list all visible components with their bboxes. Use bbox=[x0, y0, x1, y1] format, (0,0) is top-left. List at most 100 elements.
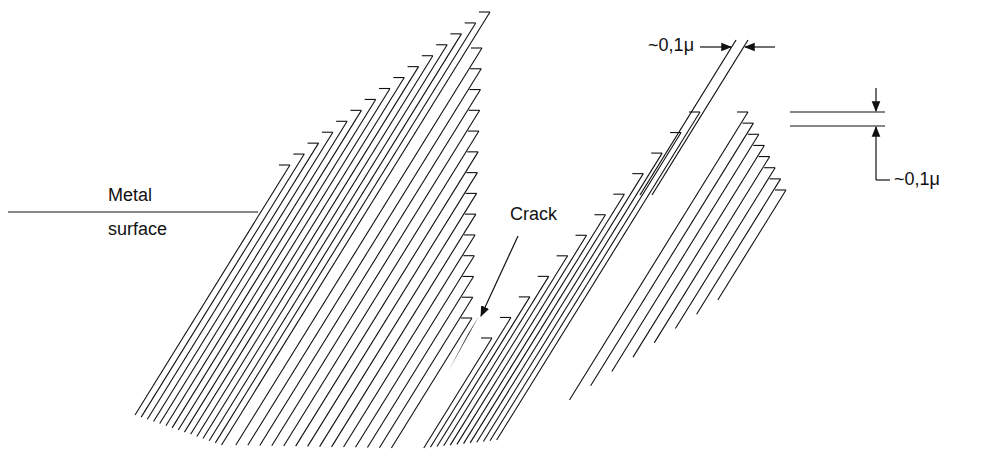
slip-step bbox=[775, 189, 786, 190]
slip-line bbox=[141, 154, 304, 417]
slip-step bbox=[308, 143, 319, 144]
slip-line bbox=[236, 48, 482, 445]
dimension-arrow bbox=[745, 46, 775, 47]
slip-step bbox=[465, 214, 476, 215]
slip-line bbox=[464, 215, 606, 444]
slip-line bbox=[172, 99, 376, 427]
slip-line bbox=[344, 235, 476, 447]
dimension-arrow bbox=[875, 127, 876, 180]
extension-line bbox=[640, 40, 736, 195]
slip-line bbox=[483, 153, 662, 441]
slip-step bbox=[500, 317, 511, 318]
slip-step bbox=[336, 121, 347, 122]
slip-step bbox=[651, 153, 662, 154]
slip-line bbox=[215, 23, 475, 443]
slip-step bbox=[462, 297, 473, 298]
slip-step bbox=[479, 11, 490, 12]
leader-line bbox=[8, 211, 258, 212]
slip-step bbox=[737, 111, 748, 112]
crack-leader bbox=[481, 236, 518, 316]
slip-step bbox=[759, 156, 770, 157]
slip-line bbox=[160, 121, 347, 423]
slip-line bbox=[222, 12, 490, 445]
slip-line bbox=[477, 174, 643, 443]
slip-step bbox=[365, 99, 376, 100]
slip-step bbox=[632, 173, 643, 174]
slip-step bbox=[422, 55, 433, 56]
crack-wedge bbox=[449, 316, 479, 370]
slip-step bbox=[557, 255, 568, 256]
slip-step bbox=[613, 194, 624, 195]
slip-step bbox=[463, 276, 474, 277]
slip-line bbox=[209, 34, 461, 441]
slip-step bbox=[350, 110, 361, 111]
slip-step bbox=[463, 255, 474, 256]
slip-line bbox=[191, 67, 419, 435]
slip-line bbox=[184, 78, 404, 433]
slip-step bbox=[279, 164, 290, 165]
slip-step bbox=[469, 89, 480, 90]
dimension-label: ~0,1μ bbox=[648, 36, 694, 56]
slip-line bbox=[135, 165, 290, 415]
slip-step bbox=[450, 33, 461, 34]
slip-line bbox=[654, 157, 769, 343]
slip-step bbox=[764, 167, 775, 168]
slip-step bbox=[393, 77, 404, 78]
slip-line bbox=[437, 297, 530, 447]
slip-lines bbox=[135, 12, 786, 448]
surface-label: Metal surface bbox=[108, 178, 170, 246]
dimension-arrow bbox=[875, 88, 876, 111]
slip-step bbox=[293, 154, 304, 155]
slip-line bbox=[260, 90, 481, 446]
crack-label: Crack bbox=[510, 205, 557, 225]
slip-line bbox=[248, 69, 481, 445]
slip-line bbox=[633, 145, 764, 357]
slip-step bbox=[465, 22, 476, 23]
slip-line bbox=[379, 297, 472, 448]
slip-line bbox=[424, 338, 492, 448]
slip-line bbox=[367, 276, 473, 447]
slip-line bbox=[154, 132, 333, 421]
slip-line bbox=[470, 194, 624, 443]
slip-step bbox=[753, 145, 764, 146]
slip-step bbox=[322, 132, 333, 133]
slip-line bbox=[430, 317, 510, 447]
slip-step bbox=[770, 178, 781, 179]
slip-line bbox=[178, 89, 390, 431]
slip-line bbox=[497, 112, 700, 440]
slip-line bbox=[450, 256, 567, 445]
slip-line bbox=[569, 112, 748, 400]
slip-step bbox=[467, 151, 478, 152]
slip-step bbox=[576, 235, 587, 236]
slip-line bbox=[697, 179, 781, 314]
slip-step bbox=[594, 214, 605, 215]
slip-line bbox=[391, 318, 472, 448]
slip-step bbox=[464, 234, 475, 235]
slip-line bbox=[308, 173, 478, 447]
slip-step bbox=[466, 172, 477, 173]
slip-line bbox=[718, 190, 786, 300]
slip-line bbox=[320, 193, 477, 446]
slip-step bbox=[468, 131, 479, 132]
slip-step bbox=[519, 296, 530, 297]
dimension-label: ~0,1μ bbox=[894, 170, 940, 190]
slip-line bbox=[356, 256, 475, 448]
slip-step bbox=[408, 66, 419, 67]
slip-step bbox=[469, 110, 480, 111]
extension-line bbox=[790, 111, 885, 112]
dimension-arrow bbox=[700, 46, 731, 47]
slip-line bbox=[284, 131, 479, 446]
slip-step bbox=[748, 134, 759, 135]
slip-step bbox=[538, 276, 549, 277]
slip-step bbox=[436, 44, 447, 45]
slip-line bbox=[457, 235, 587, 444]
slip-line bbox=[166, 110, 362, 425]
slip-line bbox=[612, 134, 759, 371]
slip-step bbox=[470, 68, 481, 69]
slip-step bbox=[471, 47, 482, 48]
extension-line bbox=[790, 125, 885, 126]
slip-line bbox=[296, 152, 478, 446]
slip-line bbox=[675, 168, 775, 329]
slip-step bbox=[461, 317, 472, 318]
